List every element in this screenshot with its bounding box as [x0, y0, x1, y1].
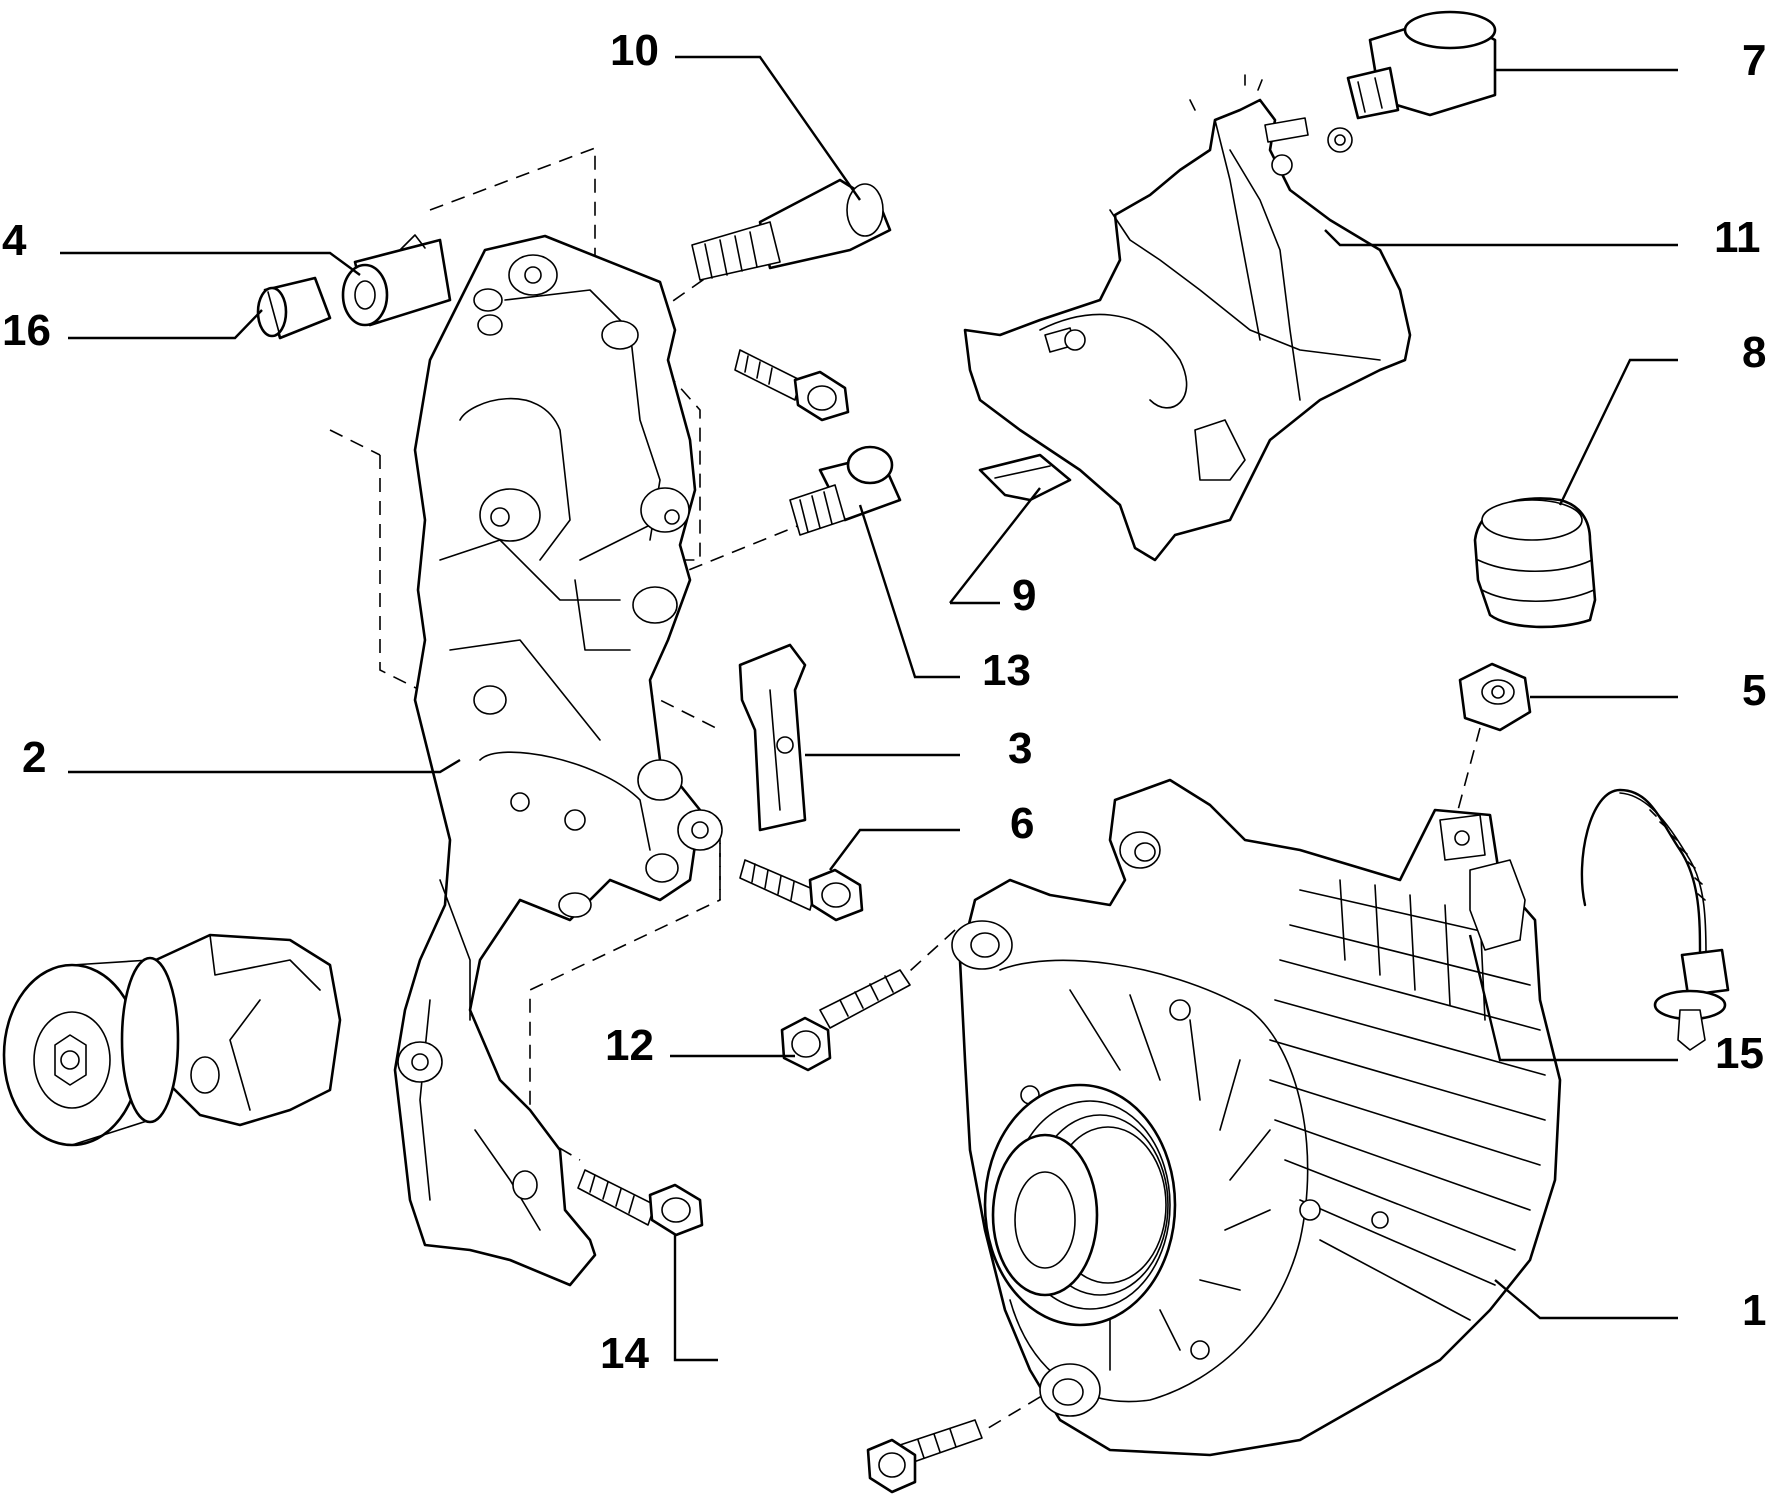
callout-8: 8 [1742, 328, 1766, 377]
callout-12: 12 [605, 1021, 654, 1070]
leader-lines [60, 55, 1678, 1362]
rubber-boot-part-8 [1473, 497, 1597, 629]
heat-shield-part-11 [963, 74, 1412, 562]
spacer-part-13 [789, 445, 902, 536]
alternator-part-1 [951, 778, 1562, 1457]
callout-9: 9 [1012, 571, 1036, 620]
callout-3: 3 [1008, 724, 1032, 773]
callout-labels: 10 7 4 11 16 8 9 13 5 3 2 6 12 15 1 14 [2, 26, 1766, 1378]
callout-14: 14 [600, 1329, 649, 1378]
callout-2: 2 [22, 733, 46, 782]
connector-part-7 [1346, 10, 1497, 120]
callout-5: 5 [1742, 666, 1766, 715]
callout-6: 6 [1010, 799, 1034, 848]
callout-11: 11 [1714, 213, 1761, 262]
clip-part-9 [978, 453, 1072, 502]
cable-tie-part-15 [1580, 788, 1730, 1051]
bolt-part-12 [780, 969, 911, 1072]
callout-10: 10 [610, 26, 659, 75]
callout-7: 7 [1742, 36, 1766, 85]
callout-15: 15 [1715, 1029, 1764, 1078]
alternator-bracket [393, 234, 723, 1287]
callout-16: 16 [2, 306, 51, 355]
screw-upper [734, 349, 850, 422]
callout-1: 1 [1742, 1286, 1766, 1335]
screw-part-14 [577, 1169, 704, 1237]
stud-bolt-part-10 [691, 178, 892, 281]
screw-part-6 [739, 859, 864, 922]
sleeve-part-16 [256, 276, 332, 340]
bushing-part-4 [341, 234, 452, 327]
nut-part-5 [1458, 662, 1532, 732]
clip-part-3 [738, 643, 807, 832]
callout-4: 4 [2, 216, 27, 265]
bolt-lower [866, 1419, 983, 1494]
callout-13: 13 [982, 646, 1031, 695]
belt-tensioner [2, 933, 342, 1147]
